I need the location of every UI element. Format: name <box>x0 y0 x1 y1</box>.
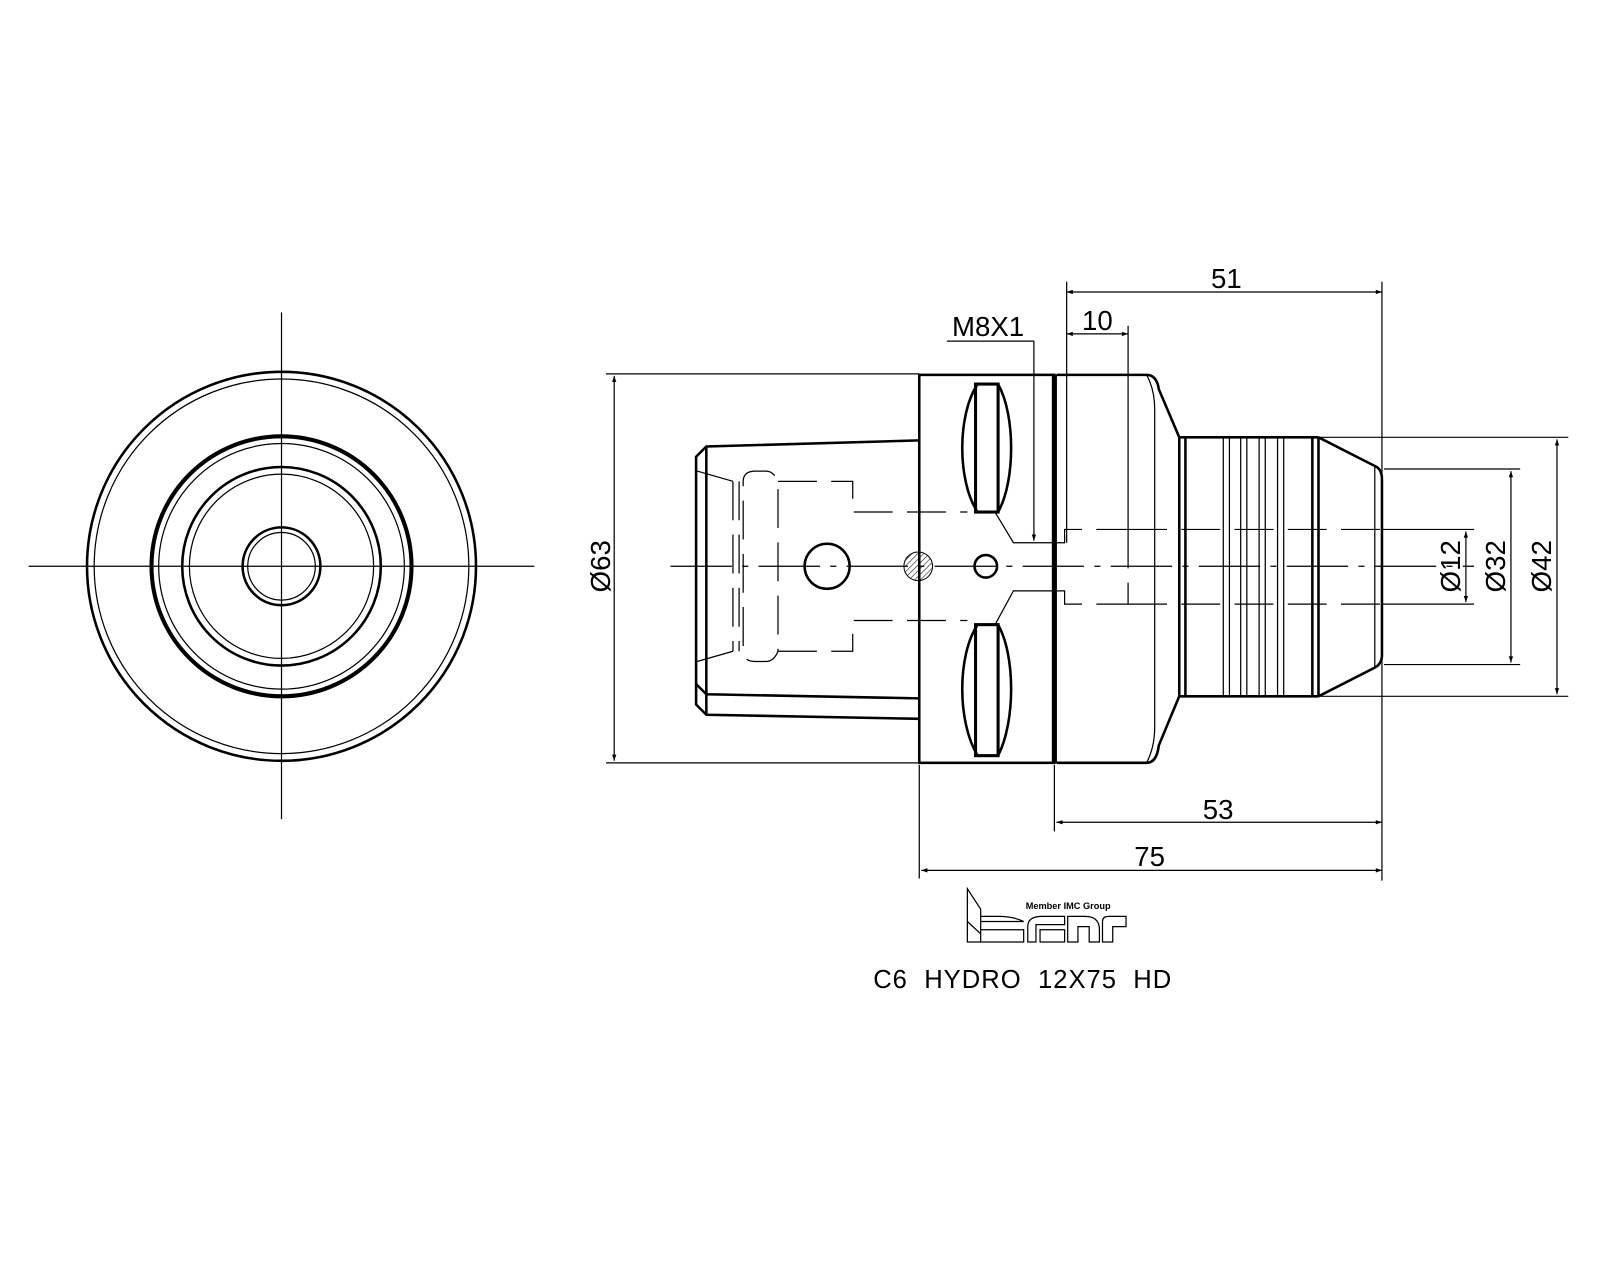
coolant-channel <box>994 511 1055 625</box>
hidden-thread <box>1056 528 1129 605</box>
side-view <box>670 373 1475 765</box>
front-view <box>28 312 535 820</box>
dimensions: Ø63 51 10 M8X1 53 75 Ø12 Ø32 Ø42 <box>585 263 1569 881</box>
flange-outline <box>1056 373 1181 765</box>
logo-tagline: Member IMC Group <box>1026 901 1111 911</box>
drive-key-upper <box>960 382 1013 514</box>
iscar-logo: Member IMC Group <box>966 886 1127 943</box>
neck-end <box>1311 437 1320 697</box>
hidden-clamp-bore <box>1128 528 1382 605</box>
shank-edges <box>695 446 920 715</box>
thread-callout: M8X1 <box>952 311 1024 342</box>
cross-hole <box>803 542 851 591</box>
neck-inner-circle <box>158 442 405 690</box>
outer-chamfer-circle <box>93 378 470 755</box>
small-hole <box>973 553 999 579</box>
shank-cone-lines <box>696 470 734 663</box>
drive-key-lower <box>960 623 1013 758</box>
dim-dia-12: Ø12 <box>1435 540 1466 592</box>
nose-chamfer-circle <box>188 473 375 660</box>
shank-inner-lines <box>732 481 740 652</box>
bore-chamfer-circle <box>247 531 316 601</box>
dim-dia-42: Ø42 <box>1526 540 1557 592</box>
outer-circle <box>85 370 478 763</box>
dim-dia-63: Ø63 <box>585 540 616 592</box>
neck-grooves <box>1222 437 1285 697</box>
part-designation: C6 HYDRO 12X75 HD <box>873 966 1172 994</box>
dim-dia-32: Ø32 <box>1480 540 1511 592</box>
bore-circle <box>241 526 322 607</box>
shank-outline <box>694 439 920 721</box>
dim-length-51: 51 <box>1211 263 1242 294</box>
dim-length-75: 75 <box>1134 841 1165 872</box>
nose-circle <box>180 465 383 667</box>
dim-length-53: 53 <box>1203 794 1234 825</box>
dim-length-10: 10 <box>1082 305 1113 336</box>
flange-edge <box>1145 374 1156 764</box>
neck-circle <box>149 434 414 699</box>
neck-outline <box>1179 436 1319 698</box>
